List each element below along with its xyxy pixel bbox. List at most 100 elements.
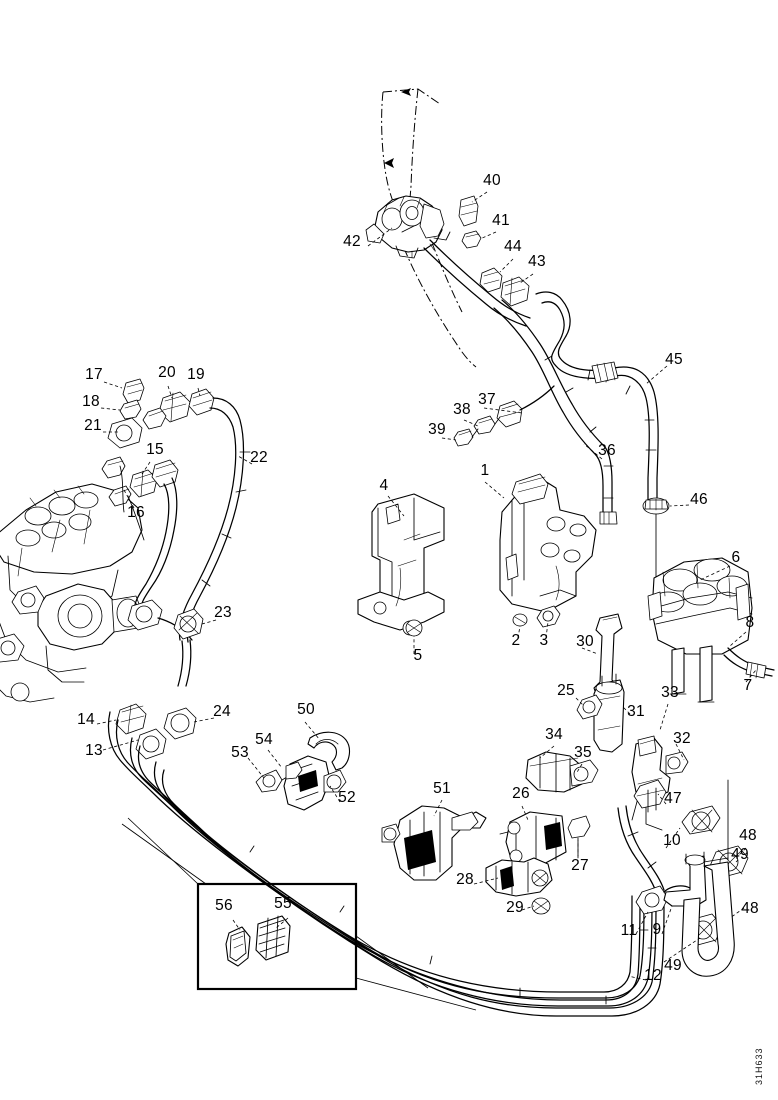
callout-1: 1	[481, 462, 490, 479]
callout-9: 9	[653, 921, 662, 938]
part-46-fitting	[642, 497, 670, 587]
callout-2: 2	[512, 632, 521, 649]
callout-56: 56	[215, 897, 233, 914]
part-37-union	[496, 400, 523, 428]
callout-49b: 49	[664, 957, 682, 974]
callout-24: 24	[213, 703, 231, 720]
callout-34: 34	[545, 726, 563, 743]
part-39-nut	[453, 428, 474, 447]
hose-45-collar	[591, 361, 619, 384]
callout-46: 46	[690, 491, 708, 508]
hose-36	[493, 299, 614, 519]
callout-11: 11	[621, 922, 638, 939]
callout-47: 47	[664, 790, 682, 807]
callout-28: 28	[456, 871, 474, 888]
callout-36: 36	[598, 442, 616, 459]
callout-27: 27	[571, 857, 589, 874]
callout-6: 6	[732, 549, 741, 566]
callout-33: 33	[661, 684, 679, 701]
part-55-clamp	[255, 915, 291, 961]
callout-30: 30	[576, 633, 594, 650]
hose-22	[178, 397, 251, 643]
callout-41: 41	[492, 212, 510, 229]
callout-13: 13	[85, 742, 103, 759]
callout-5: 5	[414, 647, 423, 664]
callout-16: 16	[127, 504, 145, 521]
callout-29: 29	[506, 899, 524, 916]
part-38-nut	[473, 415, 496, 435]
inset-leader-lines	[121, 817, 477, 1011]
callout-31: 31	[627, 703, 645, 720]
callout-42: 42	[343, 233, 361, 250]
callout-12: 12	[644, 967, 662, 984]
part-26-bracket	[499, 811, 567, 867]
part-21-flange	[107, 417, 143, 449]
callout-51: 51	[433, 780, 451, 797]
callout-3: 3	[540, 632, 549, 649]
callout-54: 54	[255, 731, 273, 748]
part-25-fitting	[576, 694, 603, 720]
left-hydraulic-pump-assembly	[0, 483, 143, 703]
callout-10: 10	[663, 832, 681, 849]
callout-39: 39	[428, 421, 446, 438]
callout-4: 4	[380, 477, 389, 494]
part-40-fitting	[458, 195, 479, 227]
part-48-tube-b	[663, 885, 691, 893]
part-50-clamp	[307, 731, 351, 771]
part-23-fitting	[173, 608, 204, 640]
part-19b-nut	[142, 407, 167, 430]
callout-8: 8	[746, 614, 755, 631]
callout-18: 18	[82, 393, 100, 410]
callout-23: 23	[214, 604, 232, 621]
callout-19: 19	[187, 366, 205, 383]
part-53-54-hardware	[255, 761, 303, 793]
callout-48b: 48	[741, 900, 759, 917]
part-48-tube	[681, 779, 735, 977]
right-control-valve-block	[647, 557, 775, 703]
part-43-coupling	[500, 276, 530, 307]
part-9-tube	[663, 851, 707, 907]
part-44-union	[479, 267, 503, 293]
part-11-fitting	[635, 885, 669, 915]
part-56-clip	[225, 926, 251, 967]
part-14-union	[115, 703, 147, 735]
part-51-bracket	[381, 805, 487, 881]
inset-detail-box	[196, 882, 358, 991]
callout-50: 50	[297, 701, 315, 718]
callout-17: 17	[85, 366, 103, 383]
part-15-fittings	[129, 459, 179, 498]
callout-32: 32	[673, 730, 691, 747]
hose-upper-to-43	[423, 239, 531, 327]
callout-40: 40	[483, 172, 501, 189]
callout-55: 55	[274, 895, 292, 912]
part-47-fitting	[633, 777, 667, 813]
part-3-nut	[536, 605, 561, 628]
hose-lower-right	[617, 805, 665, 893]
callout-26: 26	[512, 785, 530, 802]
hose-15-to-pump	[133, 477, 178, 613]
part-41-nut	[461, 230, 482, 249]
part-27-pin	[567, 815, 591, 857]
callout-52: 52	[338, 789, 356, 806]
callout-43: 43	[528, 253, 546, 270]
callout-21: 21	[84, 417, 102, 434]
callout-45: 45	[665, 351, 683, 368]
callout-48a: 48	[739, 827, 757, 844]
callout-25: 25	[557, 682, 575, 699]
callout-20: 20	[158, 364, 176, 381]
part-17-bolt	[122, 378, 145, 404]
part-19-nut	[188, 388, 215, 416]
callout-14: 14	[77, 711, 95, 728]
hose-junction-lower-left	[127, 599, 193, 641]
part-24-union	[163, 707, 197, 740]
callout-53: 53	[231, 744, 249, 761]
callout-37: 37	[478, 391, 496, 408]
part-13-nut	[135, 728, 167, 760]
mounting-bracket-right	[499, 473, 597, 613]
part-34-35-bracket	[525, 751, 599, 793]
part-31-cylinder	[593, 673, 625, 753]
callout-49a: 49	[731, 846, 749, 863]
callout-15: 15	[146, 441, 164, 458]
callout-38: 38	[453, 401, 471, 418]
